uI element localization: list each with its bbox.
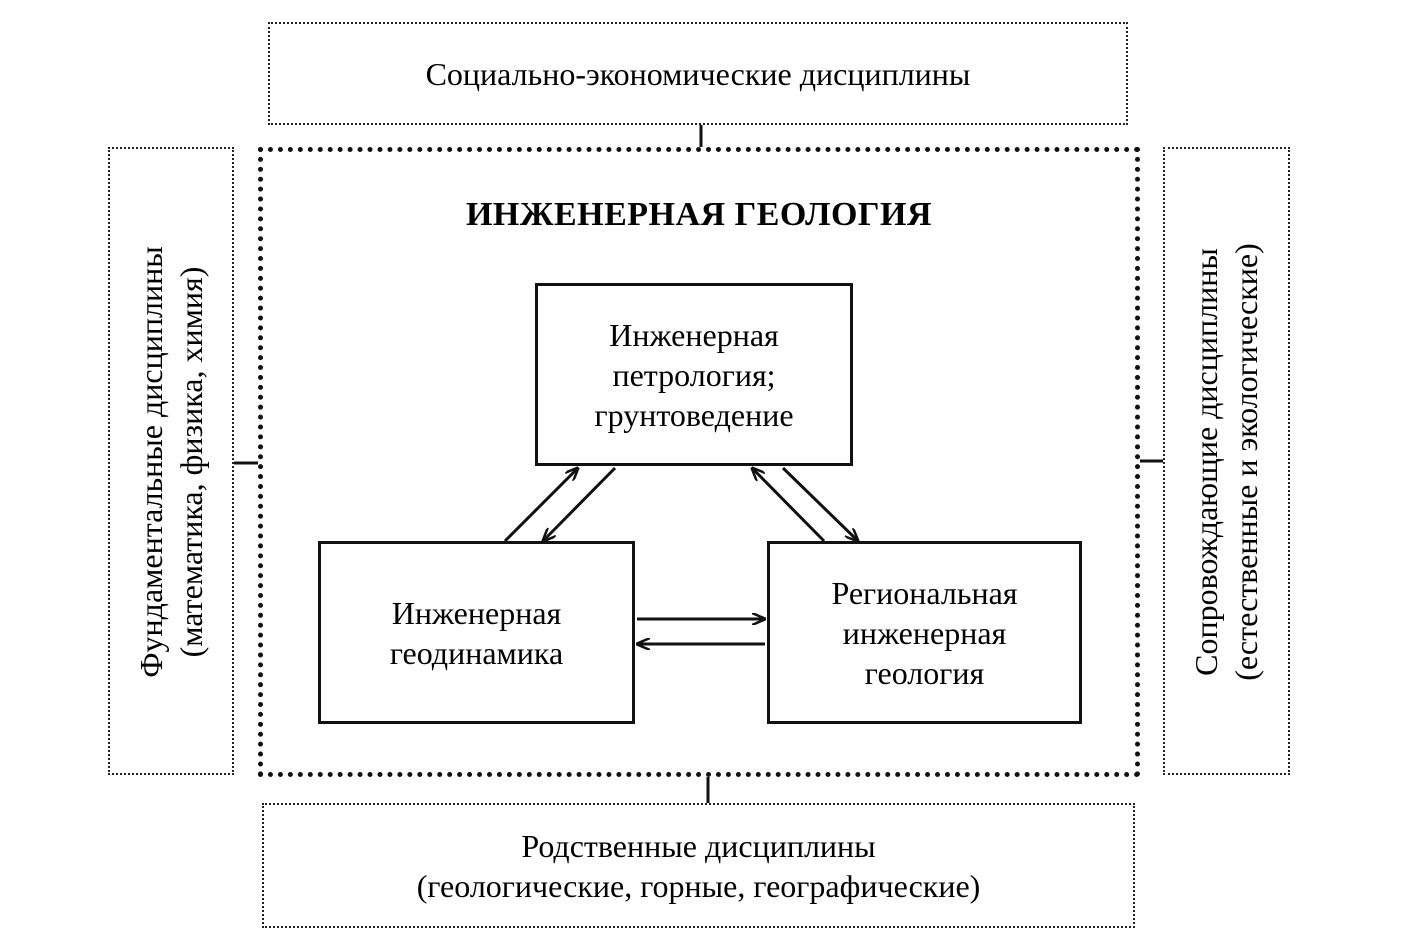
accompanying-disciplines-box <box>1163 147 1290 775</box>
arrow-petrology-to-geodynamics <box>543 466 617 541</box>
engineering-petrology-box: Инженерная петрология; грунтоведение <box>535 283 853 466</box>
engineering-geodynamics-box: Инженерная геодинамика <box>318 541 635 724</box>
petrology-line-2: петрология; <box>612 356 776 393</box>
fundamental-disciplines-box <box>108 147 234 775</box>
arrow-regional-to-petrology <box>752 468 826 543</box>
geodynamics-line-2: геодинамика <box>389 634 564 671</box>
regional-line-3: геология <box>864 654 985 691</box>
related-disciplines-box: Родственные дисциплины (геологические, г… <box>262 803 1135 928</box>
related-line-2: (геологические, горные, географические) <box>416 867 981 904</box>
social-economic-disciplines-label: Социально-экономические дисциплины <box>425 55 971 92</box>
social-economic-disciplines-box: Социально-экономические дисциплины <box>268 22 1128 125</box>
engineering-geology-frame <box>258 147 1140 777</box>
regional-engineering-geology-box: Региональная инженерная геология <box>767 541 1082 724</box>
petrology-line-1: Инженерная <box>609 316 779 353</box>
regional-line-1: Региональная <box>831 574 1018 611</box>
arrow-geodynamics-to-petrology <box>503 468 578 543</box>
arrow-petrology-to-regional <box>781 466 858 541</box>
related-line-1: Родственные дисциплины <box>521 827 876 864</box>
geodynamics-line-1: Инженерная <box>391 594 562 631</box>
petrology-line-3: грунтоведение <box>594 396 794 433</box>
engineering-geology-title: ИНЖЕНЕРНАЯ ГЕОЛОГИЯ <box>465 196 933 233</box>
regional-line-2: инженерная <box>842 614 1007 651</box>
